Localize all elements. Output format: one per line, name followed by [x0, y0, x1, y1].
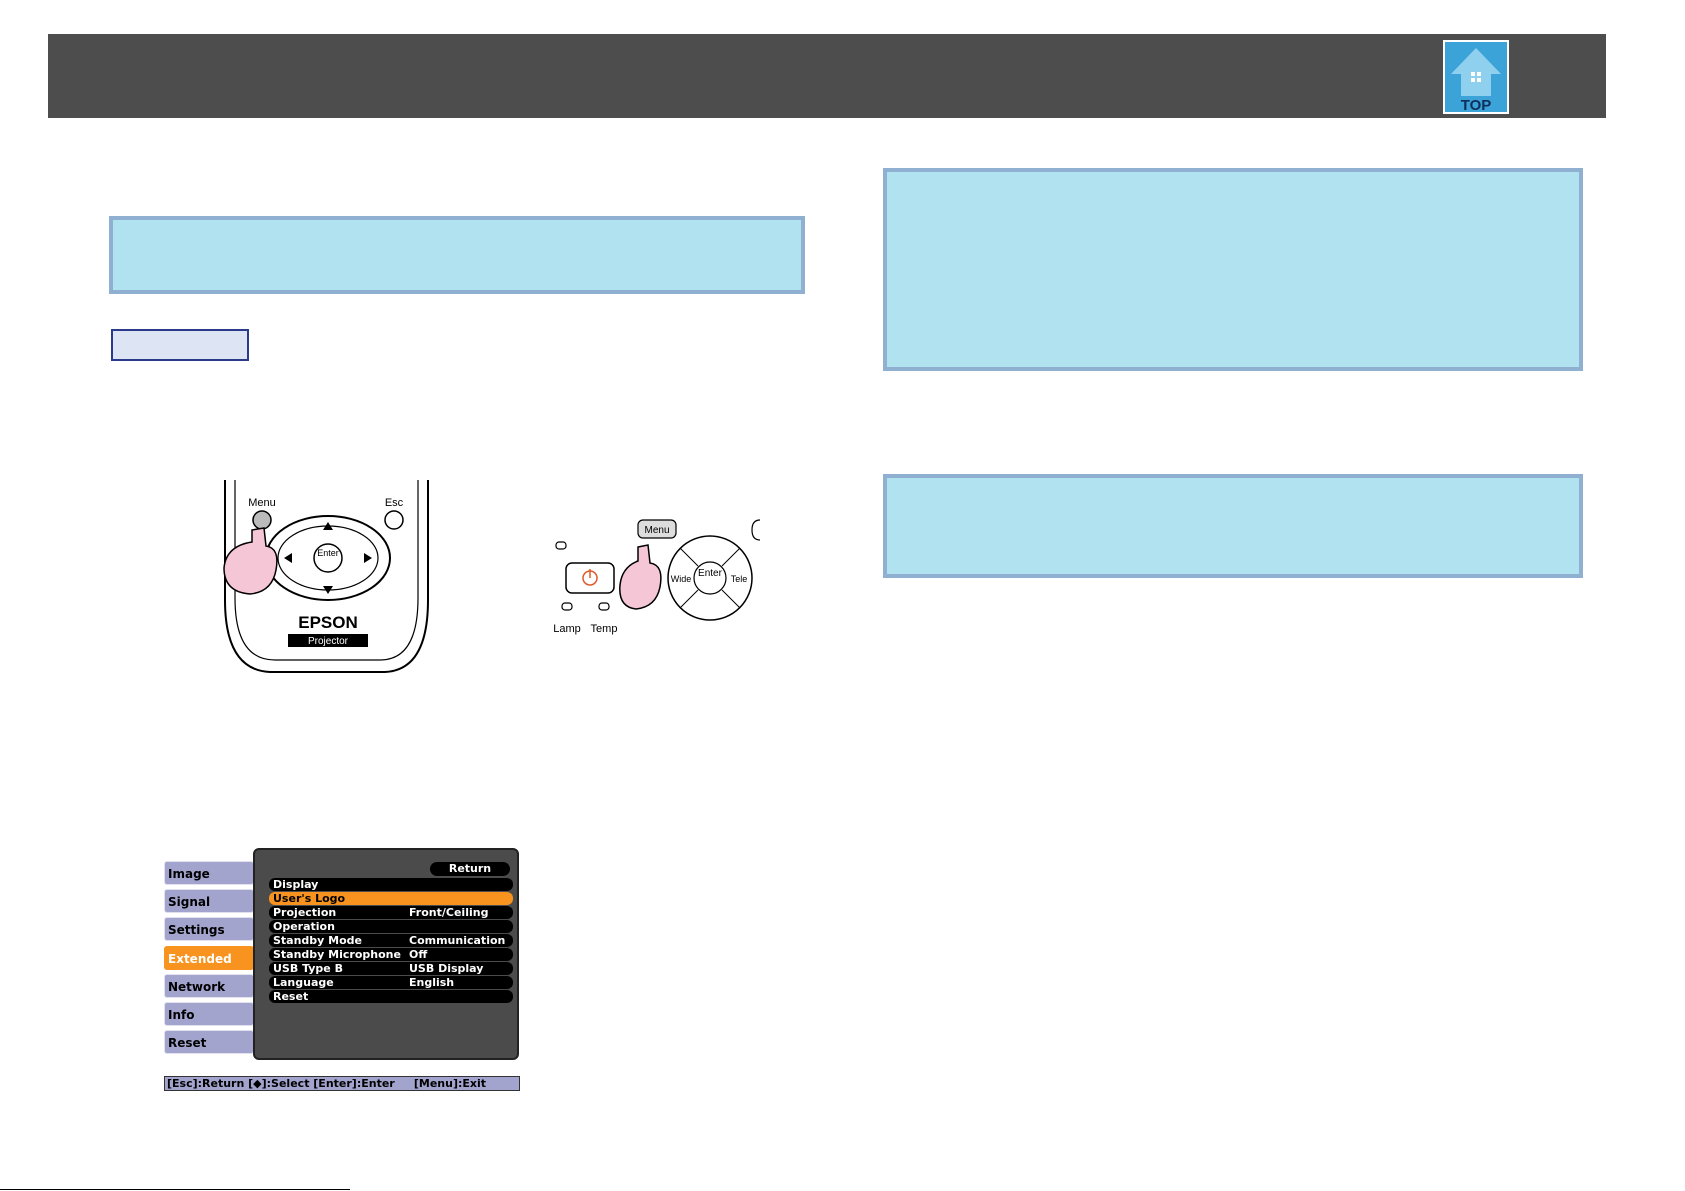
- submenu-row[interactable]: Projection Front/Ceiling: [269, 906, 513, 919]
- panel-menu-label: Menu: [644, 525, 669, 536]
- submenu-row[interactable]: Display: [269, 878, 513, 891]
- menu-sidebar-item[interactable]: Network: [164, 974, 254, 998]
- submenu-row-selected[interactable]: User's Logo: [269, 892, 513, 905]
- submenu-row[interactable]: Reset: [269, 990, 513, 1003]
- menu-sidebar-item[interactable]: Reset: [164, 1030, 254, 1054]
- return-button[interactable]: Return: [430, 862, 510, 876]
- row-value: Front/Ceiling: [409, 906, 489, 919]
- header-bar: [48, 34, 1606, 118]
- menu-status-bar: [Esc]:Return [◆]:Select [Enter]:Enter [M…: [164, 1076, 520, 1091]
- remote-esc-label: Esc: [385, 497, 404, 509]
- row-value: Off: [409, 948, 428, 961]
- menu-sidebar-item[interactable]: Info: [164, 1002, 254, 1026]
- configuration-menu-screenshot: Image Signal Settings Extended Network I…: [160, 848, 522, 1093]
- panel-lamp-label: Lamp: [553, 623, 581, 635]
- note-box-right-top: [883, 168, 1583, 371]
- remote-badge: Projector: [308, 636, 349, 647]
- menu-sidebar-item[interactable]: Settings: [164, 917, 254, 941]
- row-label: USB Type B: [273, 962, 343, 975]
- submenu-row[interactable]: Language English: [269, 976, 513, 989]
- menu-sidebar-item[interactable]: Image: [164, 861, 254, 885]
- procedure-tab: [111, 329, 249, 361]
- row-value: USB Display: [409, 962, 484, 975]
- menu-sidebar-item-selected[interactable]: Extended: [164, 946, 254, 970]
- remote-menu-label: Menu: [248, 497, 276, 509]
- note-box-right-bottom: [883, 474, 1583, 578]
- remote-brand: EPSON: [298, 613, 358, 632]
- top-home-icon[interactable]: TOP: [1443, 40, 1509, 114]
- row-label: Language: [273, 976, 334, 989]
- note-box-left: [109, 216, 805, 294]
- row-value: English: [409, 976, 455, 989]
- top-icon-label: TOP: [1461, 97, 1492, 114]
- menu-sidebar-item[interactable]: Signal: [164, 889, 254, 913]
- remote-enter-label: Enter: [317, 548, 339, 558]
- panel-tele-label: Tele: [731, 574, 748, 584]
- row-label: Operation: [273, 920, 335, 933]
- row-label: Standby Mode: [273, 934, 363, 947]
- row-label: User's Logo: [273, 892, 346, 905]
- row-label: Display: [273, 878, 319, 891]
- row-label: Projection: [273, 906, 337, 919]
- submenu-row[interactable]: USB Type B USB Display: [269, 962, 513, 975]
- panel-temp-label: Temp: [591, 623, 618, 635]
- remote-control-illustration: Enter Menu Esc EPSON Projector: [210, 480, 440, 675]
- submenu-row[interactable]: Standby Microphone Off: [269, 948, 513, 961]
- row-label: Standby Microphone: [273, 948, 401, 961]
- row-label: Reset: [273, 990, 309, 1003]
- panel-enter-label: Enter: [698, 568, 723, 579]
- panel-wide-label: Wide: [671, 574, 692, 584]
- submenu-row[interactable]: Operation: [269, 920, 513, 933]
- control-panel-illustration: Lamp Temp Menu Enter Wide Tele: [548, 505, 763, 635]
- footer-rule: [0, 1189, 350, 1190]
- submenu-panel: Return Display User's Logo Projection Fro…: [253, 848, 519, 1060]
